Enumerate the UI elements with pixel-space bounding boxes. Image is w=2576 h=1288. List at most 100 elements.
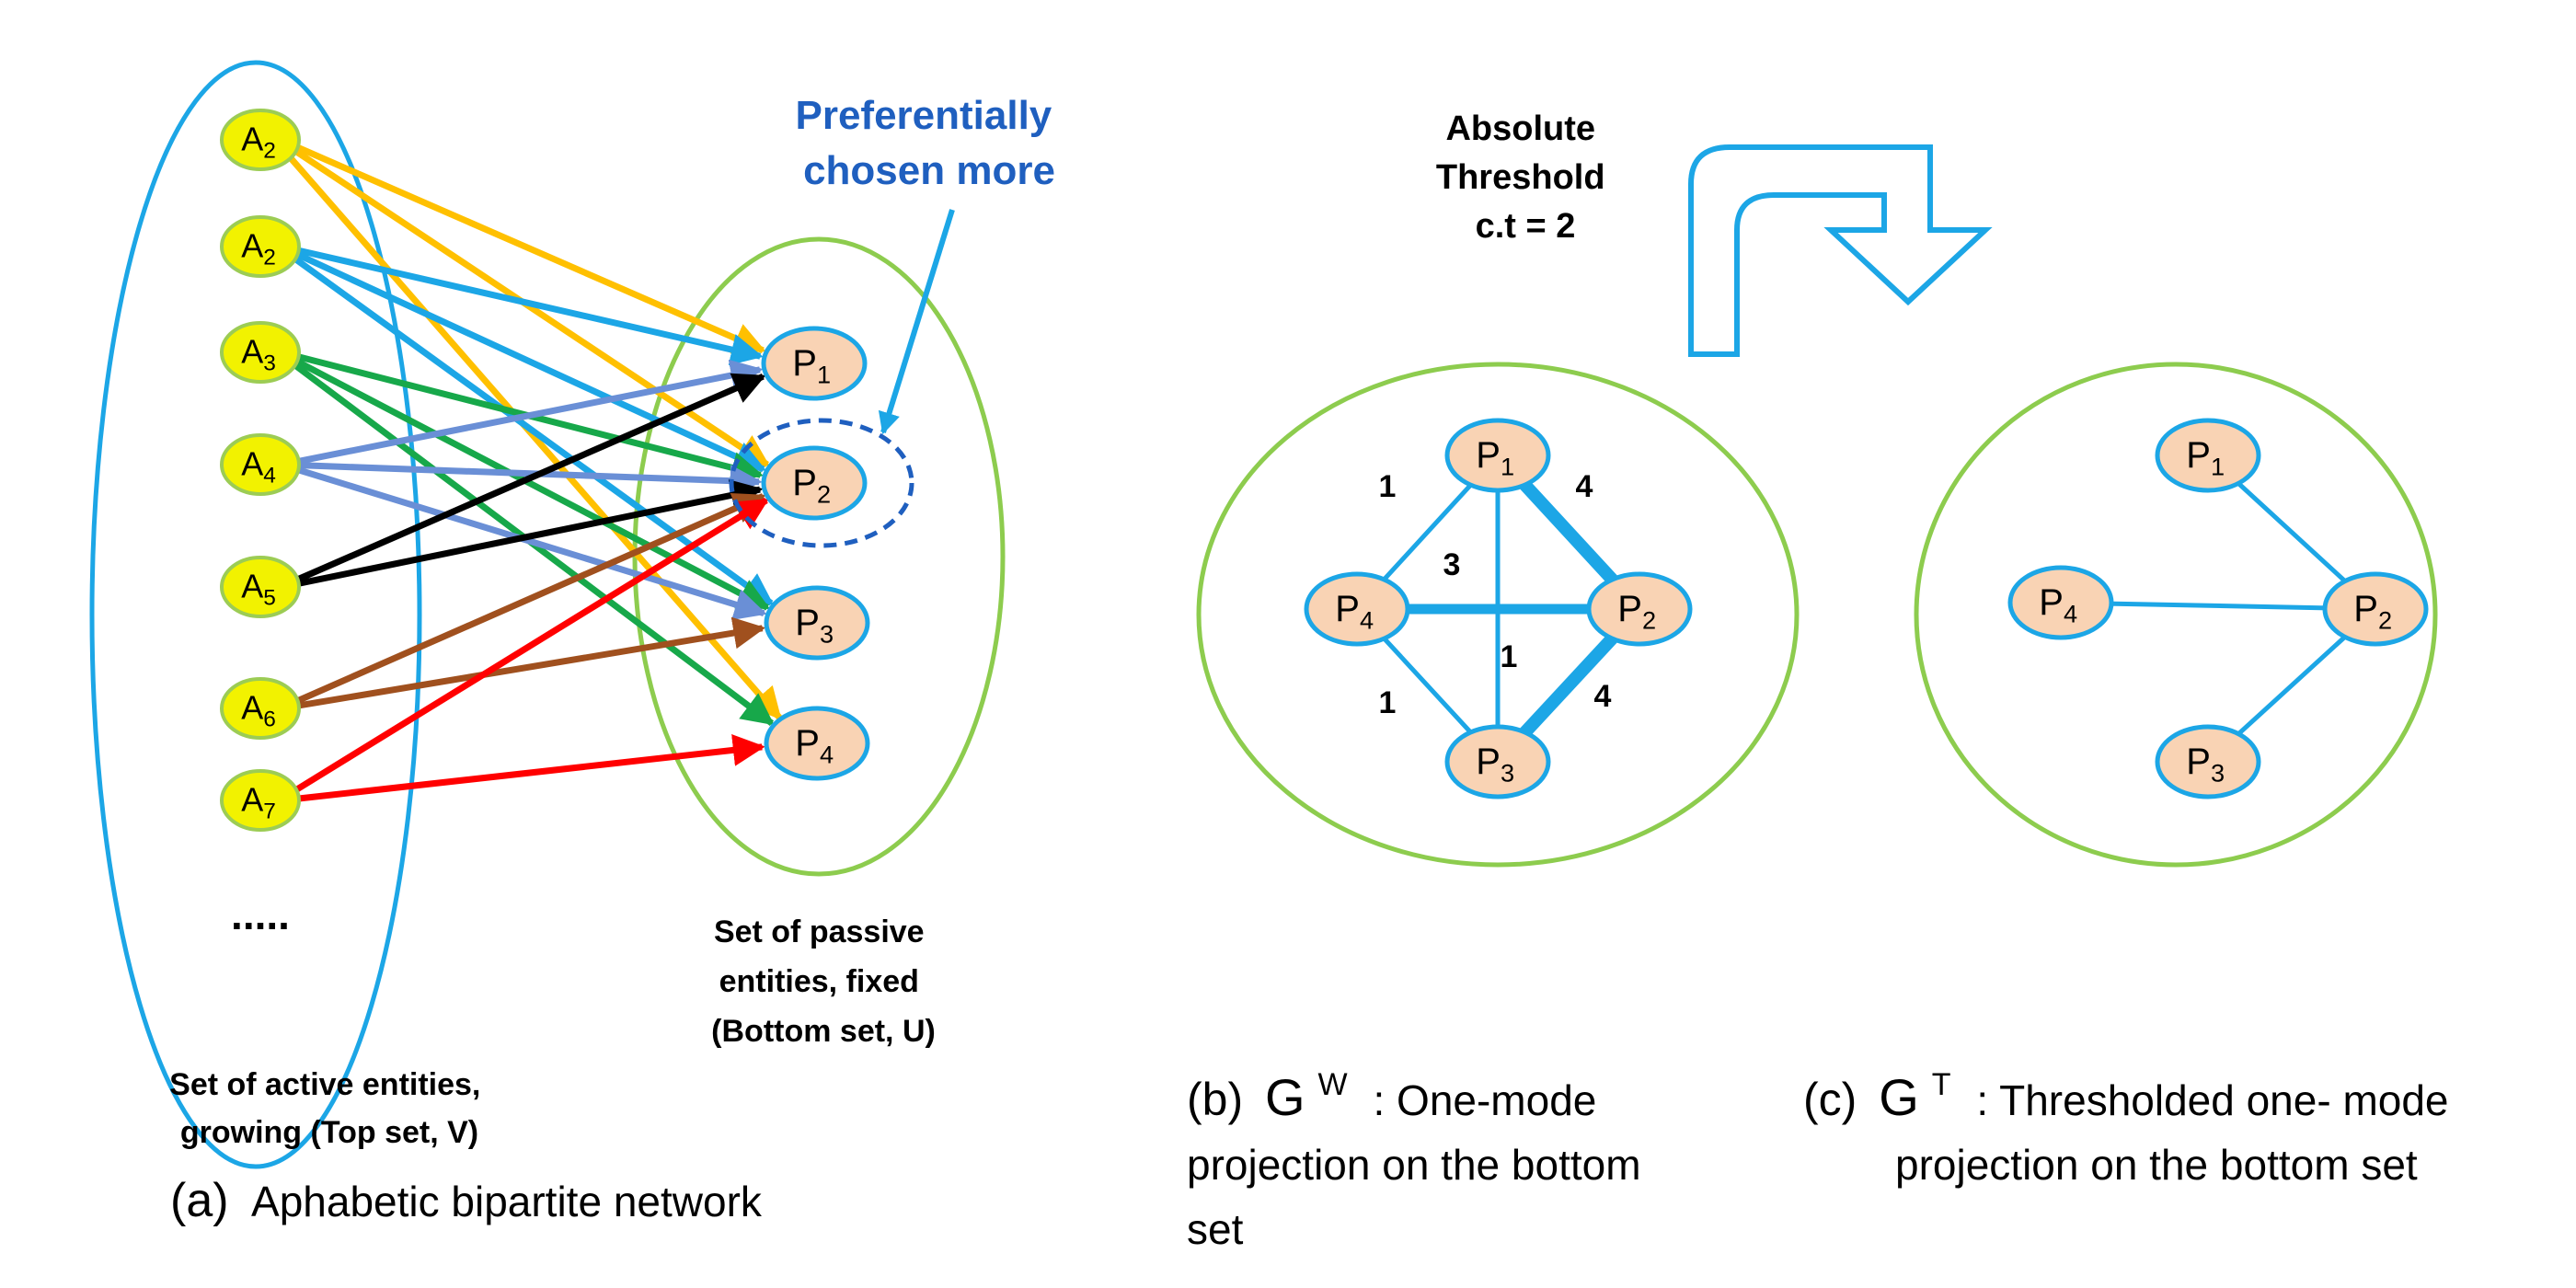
bipartite-edge xyxy=(298,462,763,498)
active-node-label: A2 xyxy=(241,227,276,270)
active-node-shape xyxy=(220,109,301,171)
projection-node: P4 xyxy=(1304,571,1410,647)
active-node-shape xyxy=(220,556,301,618)
bipartite-edge xyxy=(297,479,764,587)
thresholded-node-label: P1 xyxy=(2186,435,2225,481)
active-set-label: Set of active entities, growing (Top set… xyxy=(169,1067,489,1150)
active-node-label: A2 xyxy=(241,121,276,164)
passive-node: P2 xyxy=(761,445,868,521)
passive-node-label: P1 xyxy=(792,343,831,389)
projection-node: P2 xyxy=(1586,571,1693,647)
projection-node-shape xyxy=(1304,571,1410,647)
active-node-shape xyxy=(220,769,301,832)
threshold-block: Absolute Threshold c.t = 2 xyxy=(1436,109,1993,357)
thresholded-node: P2 xyxy=(2322,571,2429,647)
top-set-ellipse xyxy=(89,60,422,1169)
edge-weight-label: 1 xyxy=(1379,469,1397,504)
thresholded-node: P3 xyxy=(2155,724,2261,799)
passive-node-shape xyxy=(764,706,870,781)
preferred-node-highlight xyxy=(729,418,914,548)
active-node-shape xyxy=(220,677,301,740)
bipartite-edge xyxy=(294,492,766,705)
callout-arrow xyxy=(878,209,955,435)
bipartite-edge xyxy=(297,247,764,366)
active-node: A6 xyxy=(220,677,301,740)
projection-node: P1 xyxy=(1444,418,1551,493)
active-node-shape xyxy=(220,215,301,278)
projection-node-label: P4 xyxy=(1335,589,1374,635)
passive-node-label: P3 xyxy=(795,603,834,649)
projection-node-shape xyxy=(1444,418,1551,493)
thresholded-node-shape xyxy=(2155,418,2261,493)
passive-node-shape xyxy=(761,326,868,401)
thresholded-node: P1 xyxy=(2155,418,2261,493)
bipartite-edge xyxy=(297,359,764,465)
bipartite-edges xyxy=(283,144,782,802)
passive-node-label: P4 xyxy=(795,723,834,769)
bipartite-edge xyxy=(294,144,766,354)
passive-node: P4 xyxy=(764,706,870,781)
active-node: A2 xyxy=(220,215,301,278)
projection-node-shape xyxy=(1444,724,1551,799)
edge-weight-label: 1 xyxy=(1501,639,1518,674)
thresholded-node-label: P3 xyxy=(2186,742,2225,788)
thresholded-node-label: P4 xyxy=(2039,582,2077,628)
active-node-shape xyxy=(220,433,301,496)
passive-node-label: P2 xyxy=(792,463,831,509)
active-node-label: A5 xyxy=(241,568,276,611)
bipartite-edge xyxy=(296,466,767,621)
projection-node: P3 xyxy=(1444,724,1551,799)
projection-node-label: P2 xyxy=(1617,589,1656,635)
thresholded-node-shape xyxy=(2007,565,2114,640)
threshold-arrow-icon xyxy=(1688,144,1993,357)
caption-c: (c) G T : Thresholded one- mode projecti… xyxy=(1803,1053,2461,1189)
thresholded-node-label: P2 xyxy=(2353,589,2392,635)
bipartite-edge xyxy=(297,616,766,709)
active-node-label: A3 xyxy=(241,333,276,376)
panel-c-ellipse xyxy=(1914,362,2438,868)
active-ellipsis: ..... xyxy=(231,891,290,938)
projection-node-shape xyxy=(1586,571,1693,647)
bipartite-edge xyxy=(294,373,766,583)
threshold-label: Absolute Threshold c.t = 2 xyxy=(1436,109,1615,246)
active-node-label: A6 xyxy=(241,689,276,732)
active-node: A3 xyxy=(220,321,301,384)
edge-weight-label: 4 xyxy=(1576,469,1593,504)
bipartite-edge xyxy=(298,733,765,802)
active-node: A7 xyxy=(220,769,301,832)
passive-node: P3 xyxy=(764,585,870,661)
active-node: A4 xyxy=(220,433,301,496)
callout-text: Preferentially chosen more xyxy=(795,93,1063,193)
caption-a: (a) Aphabetic bipartite network xyxy=(170,1174,763,1227)
caption-b: (b) G W : One-mode projection on the bot… xyxy=(1187,1053,1653,1253)
edge-weights: 1 4 3 1 1 4 xyxy=(1379,469,1612,720)
bipartite-edge xyxy=(292,497,769,795)
bipartite-edge xyxy=(293,357,771,611)
edge-weight-label: 1 xyxy=(1379,685,1397,720)
edge-weight-label: 3 xyxy=(1443,547,1461,582)
thresholded-node-shape xyxy=(2322,571,2429,647)
panel-b-ellipse xyxy=(1196,362,1800,868)
thresholded-node-shape xyxy=(2155,724,2261,799)
active-node-label: A4 xyxy=(241,445,276,489)
projection-node-label: P1 xyxy=(1476,435,1514,481)
active-node: A5 xyxy=(220,556,301,618)
active-node: A2 xyxy=(220,109,301,171)
bipartite-edge xyxy=(283,151,782,720)
active-node-label: A7 xyxy=(241,781,276,824)
edge-weight-label: 4 xyxy=(1594,679,1612,714)
passive-node: P1 xyxy=(761,326,868,401)
passive-node-shape xyxy=(764,585,870,661)
projection-node-label: P3 xyxy=(1476,742,1514,788)
bipartite-edge xyxy=(294,250,766,473)
active-node-shape xyxy=(220,321,301,384)
thresholded-node: P4 xyxy=(2007,565,2114,640)
